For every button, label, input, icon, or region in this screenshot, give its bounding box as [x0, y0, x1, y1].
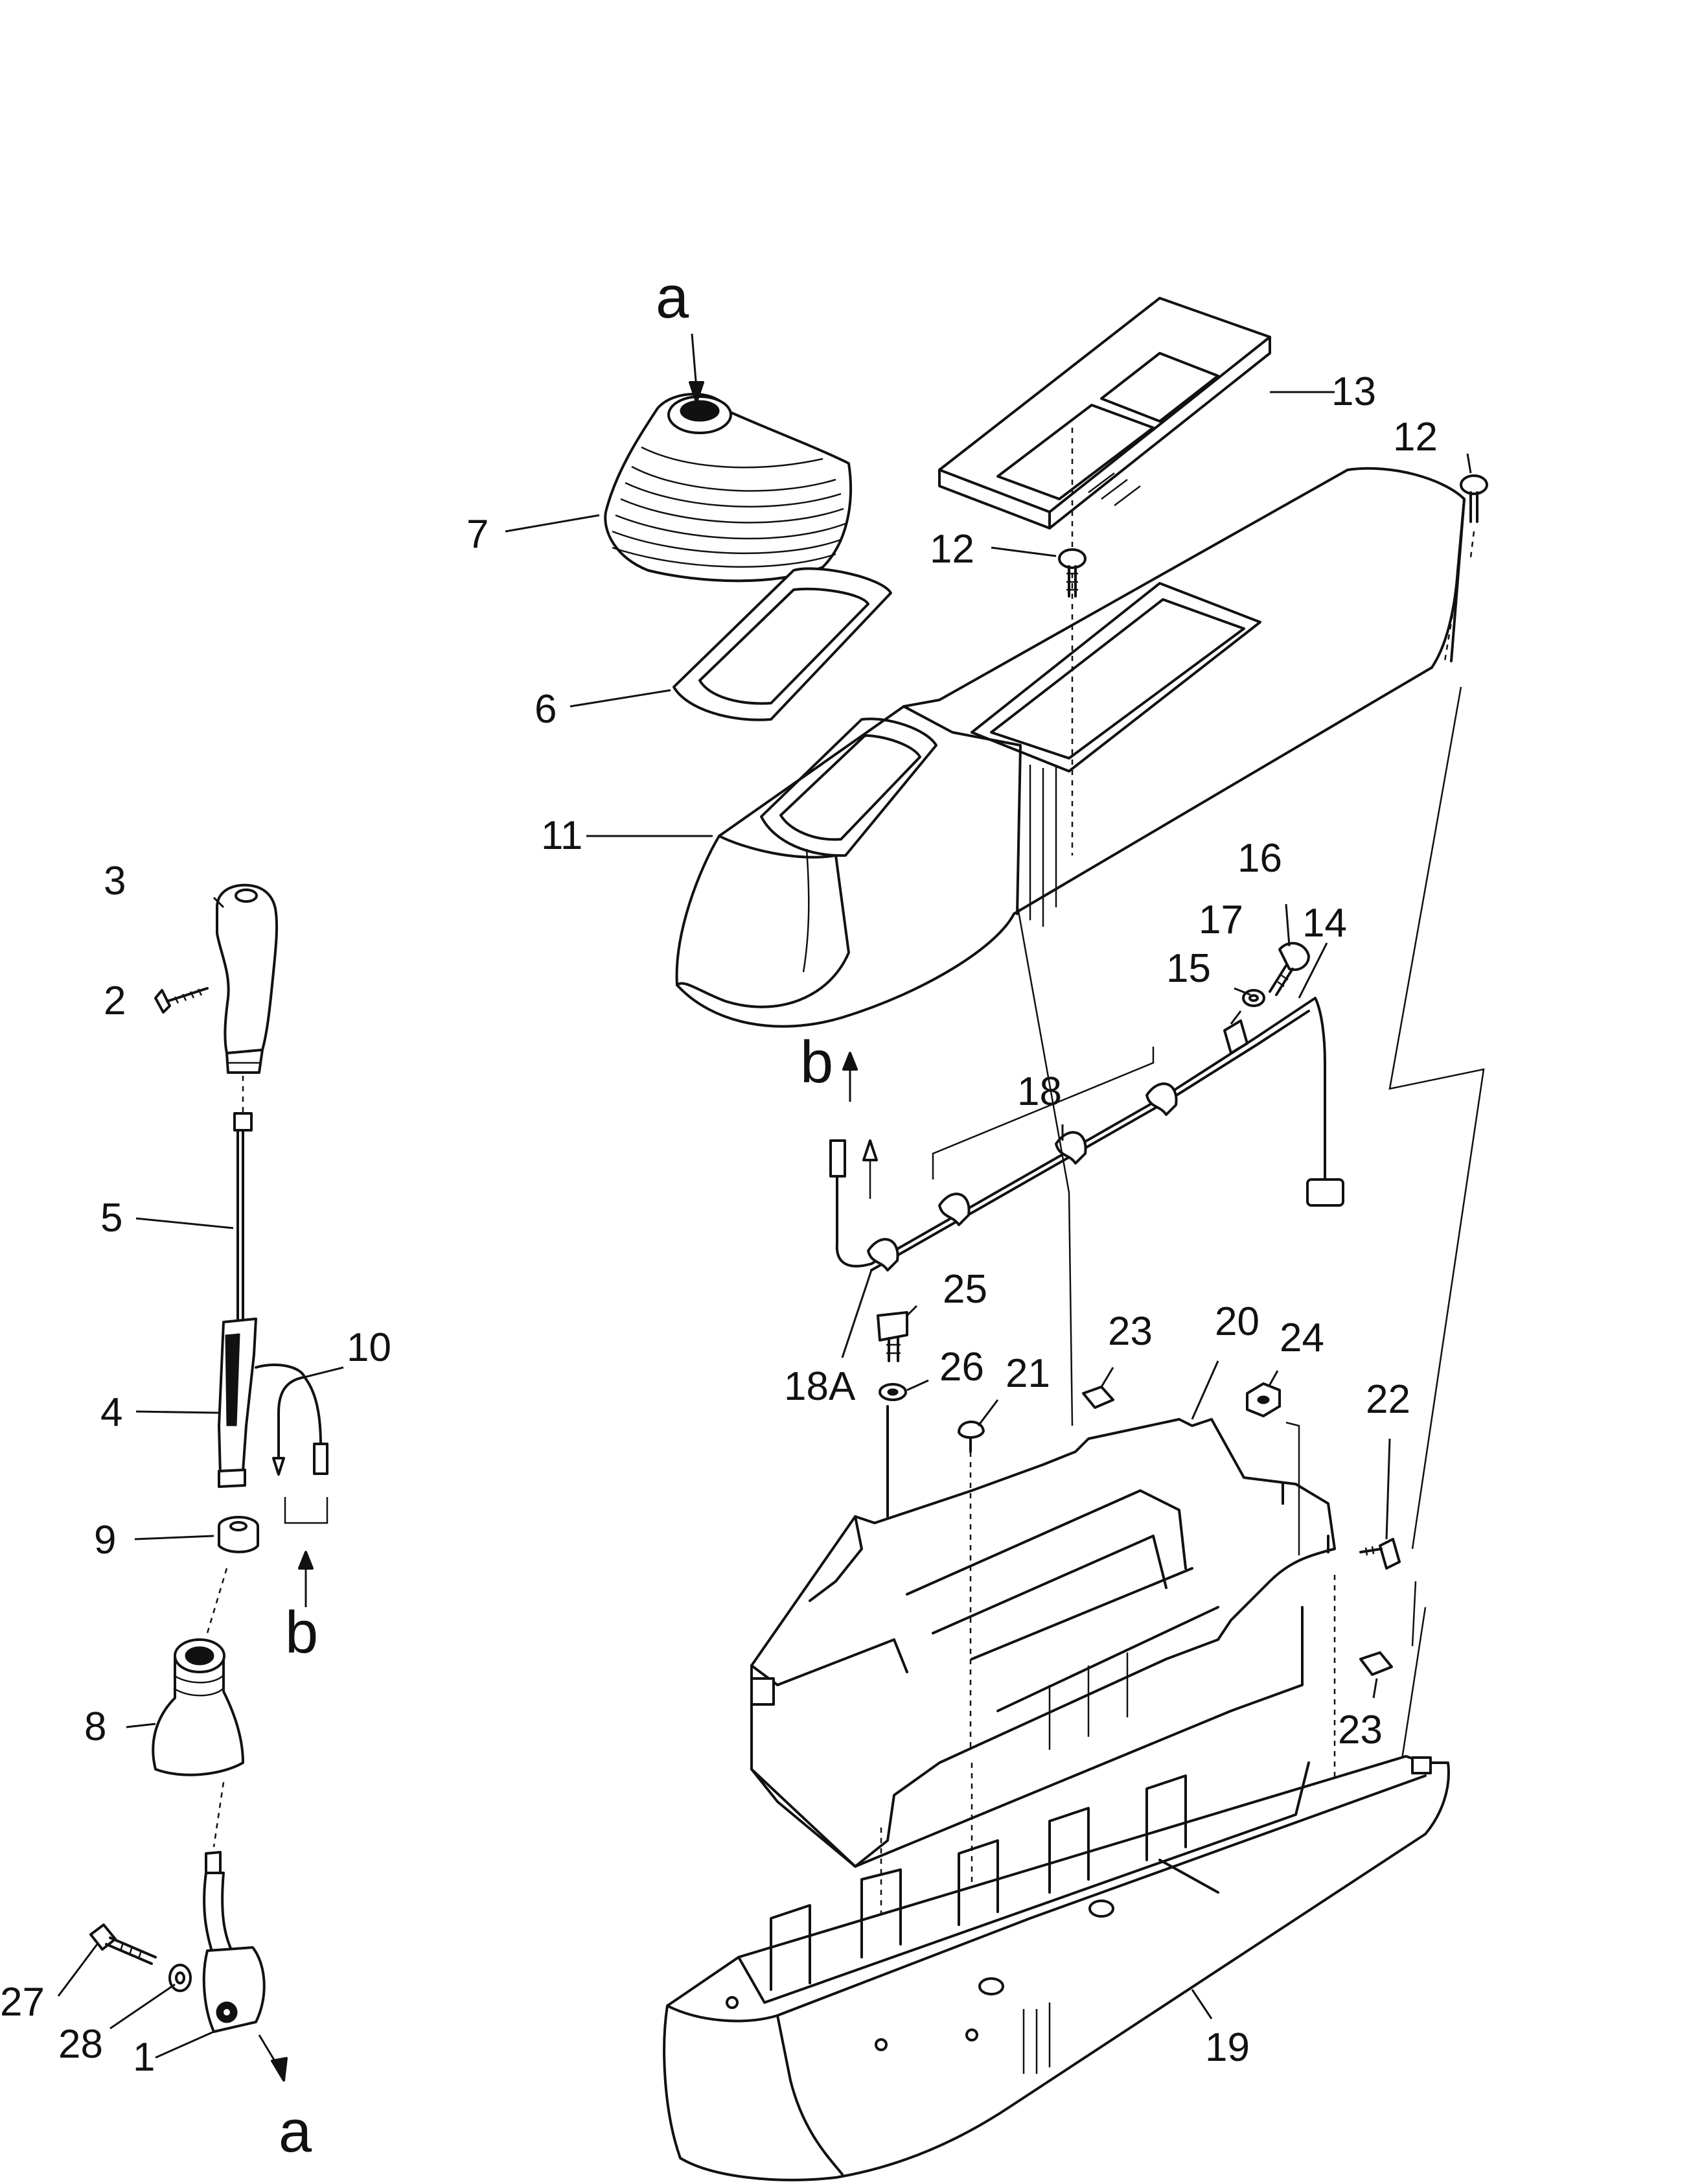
part-25-bolt [877, 1311, 908, 1362]
callout-7: 7 [466, 512, 489, 557]
callout-14: 14 [1302, 901, 1347, 946]
callout-3: 3 [104, 859, 126, 903]
part-8-boot [152, 1568, 244, 1776]
part-14-harness [829, 997, 1344, 1272]
callout-21: 21 [1006, 1351, 1050, 1396]
callout-27: 27 [0, 1980, 45, 2025]
callout-15: 15 [1166, 946, 1211, 991]
callout-17: 17 [1199, 898, 1243, 942]
part-22-pin [1359, 1538, 1401, 1570]
part-2-screw [154, 987, 209, 1014]
part-12-screw-b [1460, 474, 1488, 558]
callout-a-bottom: a [279, 2098, 312, 2165]
callout-23-a: 23 [1108, 1309, 1153, 1354]
part-15-clamp [1223, 1019, 1248, 1054]
part-10-harness [255, 1363, 328, 1524]
part-20-bracket [750, 1418, 1336, 1868]
part-23-clip-b [1359, 1651, 1393, 1676]
callout-19: 19 [1205, 2025, 1250, 2070]
part-9-nut [218, 1516, 259, 1553]
part-19-base-tray [663, 1755, 1450, 2181]
callout-8: 8 [84, 1704, 106, 1749]
callout-10: 10 [347, 1325, 391, 1370]
callout-25: 25 [943, 1267, 987, 1312]
callout-12-b: 12 [1393, 415, 1438, 459]
part-13-top-cover [938, 297, 1271, 529]
callout-18A: 18A [784, 1364, 856, 1409]
callout-4: 4 [100, 1390, 122, 1435]
callout-9: 9 [94, 1518, 116, 1562]
callout-a-top: a [656, 264, 689, 331]
callout-11: 11 [541, 813, 582, 858]
part-6-bezel [673, 567, 892, 721]
callout-16: 16 [1237, 836, 1282, 881]
part-3-knob [216, 883, 279, 1074]
part-27-bolt [89, 1923, 157, 1965]
callout-23-b: 23 [1338, 1708, 1383, 1752]
leader-lines [57, 333, 1472, 2082]
part-7-gaiter-boot [604, 393, 853, 583]
part-5-rod [233, 1076, 253, 1323]
callout-b-left: b [285, 1599, 318, 1666]
alignment-lines [880, 686, 1485, 2048]
callout-2: 2 [104, 979, 126, 1023]
callout-28: 28 [58, 2022, 103, 2067]
part-18-clips [867, 1047, 1178, 1272]
callout-20: 20 [1215, 1299, 1259, 1344]
callout-26: 26 [939, 1345, 984, 1389]
part-1-lever-arm [202, 1782, 266, 2033]
callout-13: 13 [1331, 369, 1376, 414]
callout-12-a: 12 [930, 527, 974, 572]
part-16-bolt [1269, 942, 1310, 996]
part-24-nut [1246, 1382, 1300, 1555]
part-21-plug [958, 1421, 985, 1750]
callout-24: 24 [1280, 1316, 1324, 1360]
part-26-washer [879, 1383, 907, 1518]
callout-5: 5 [100, 1196, 122, 1240]
callout-6: 6 [535, 687, 557, 732]
callout-b-right: b [800, 1029, 833, 1095]
part-12-screw-a [1058, 548, 1087, 598]
callout-18: 18 [1017, 1069, 1062, 1114]
part-4-lever-grip [218, 1318, 257, 1488]
callout-1: 1 [133, 2035, 155, 2080]
callout-22: 22 [1366, 1377, 1410, 1422]
part-11-console-cover [675, 428, 1466, 1028]
part-28-washer [168, 1964, 192, 1992]
part-23-clip-a [1082, 1386, 1114, 1409]
